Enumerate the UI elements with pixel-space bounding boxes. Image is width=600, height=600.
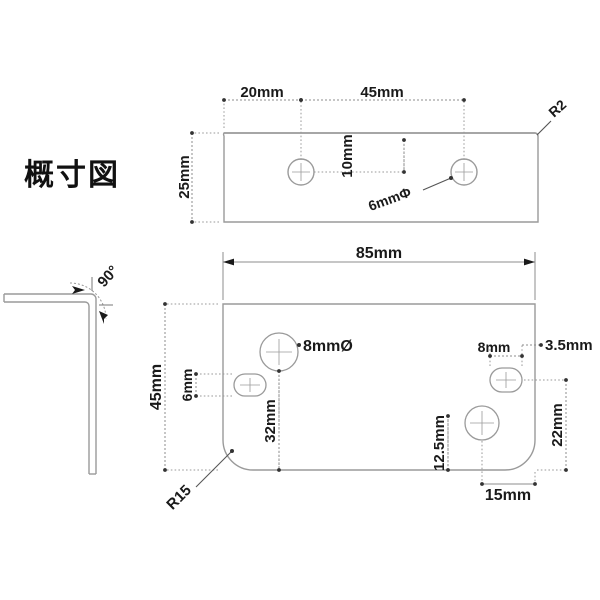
- l-profile-inner: [4, 301, 90, 474]
- d-22mm: 22mm: [549, 378, 568, 472]
- d-15mm-label: 15mm: [485, 487, 531, 504]
- d-10mm-label: 10mm: [339, 134, 356, 177]
- d-8mm-label: 8mm: [478, 339, 511, 355]
- slot-right: [489, 367, 523, 393]
- d-45mm-h-label: 45mm: [148, 364, 165, 410]
- d-25mm: 25mm: [176, 131, 194, 224]
- hole-right-6mm: [450, 158, 478, 186]
- hole-left-6mm: [287, 158, 315, 186]
- hole-left-8mm: [259, 332, 299, 372]
- d-20mm-label: 20mm: [240, 84, 283, 101]
- angle-arrow-upper: [72, 286, 85, 294]
- hole-right: [464, 405, 500, 441]
- page-title: 概寸図: [24, 158, 120, 193]
- d-45mm-label: 45mm: [360, 84, 403, 101]
- d-32mm-label: 32mm: [262, 399, 279, 442]
- d-45mm-h: 45mm: [148, 302, 167, 472]
- d-12_5mm-label: 12.5mm: [431, 415, 448, 471]
- d-8mm: 8mm: [478, 339, 524, 358]
- d-3_5mm: 3.5mm: [522, 337, 593, 354]
- d-85mm: 85mm: [222, 245, 536, 300]
- d-10mm: 10mm: [339, 134, 406, 178]
- d-3_5mm-label: 3.5mm: [545, 337, 593, 354]
- d-85mm-label: 85mm: [356, 245, 402, 262]
- l-profile-outer: [4, 293, 97, 474]
- slot-left: [233, 373, 267, 397]
- d-25mm-label: 25mm: [176, 155, 193, 198]
- front-plate-top-edge: [224, 132, 539, 137]
- c-8mm-dia: 8mmØ: [297, 338, 353, 355]
- front-plate-view: 20mm 45mm 25mm 10mm 6mmΦ: [176, 84, 569, 224]
- d-6mm: 6mm: [179, 369, 198, 402]
- d-12_5mm: 12.5mm: [431, 414, 450, 472]
- d-32mm: 32mm: [262, 369, 281, 472]
- d-15mm: 15mm: [480, 482, 537, 504]
- c-8mm-dia-label: 8mmØ: [303, 338, 353, 355]
- d-22mm-label: 22mm: [549, 403, 566, 446]
- d-6mm-label: 6mm: [179, 369, 195, 402]
- d-45mm: 45mm: [299, 84, 466, 102]
- base-plate-outline: [222, 303, 536, 471]
- angle-arrow-lower: [99, 311, 108, 324]
